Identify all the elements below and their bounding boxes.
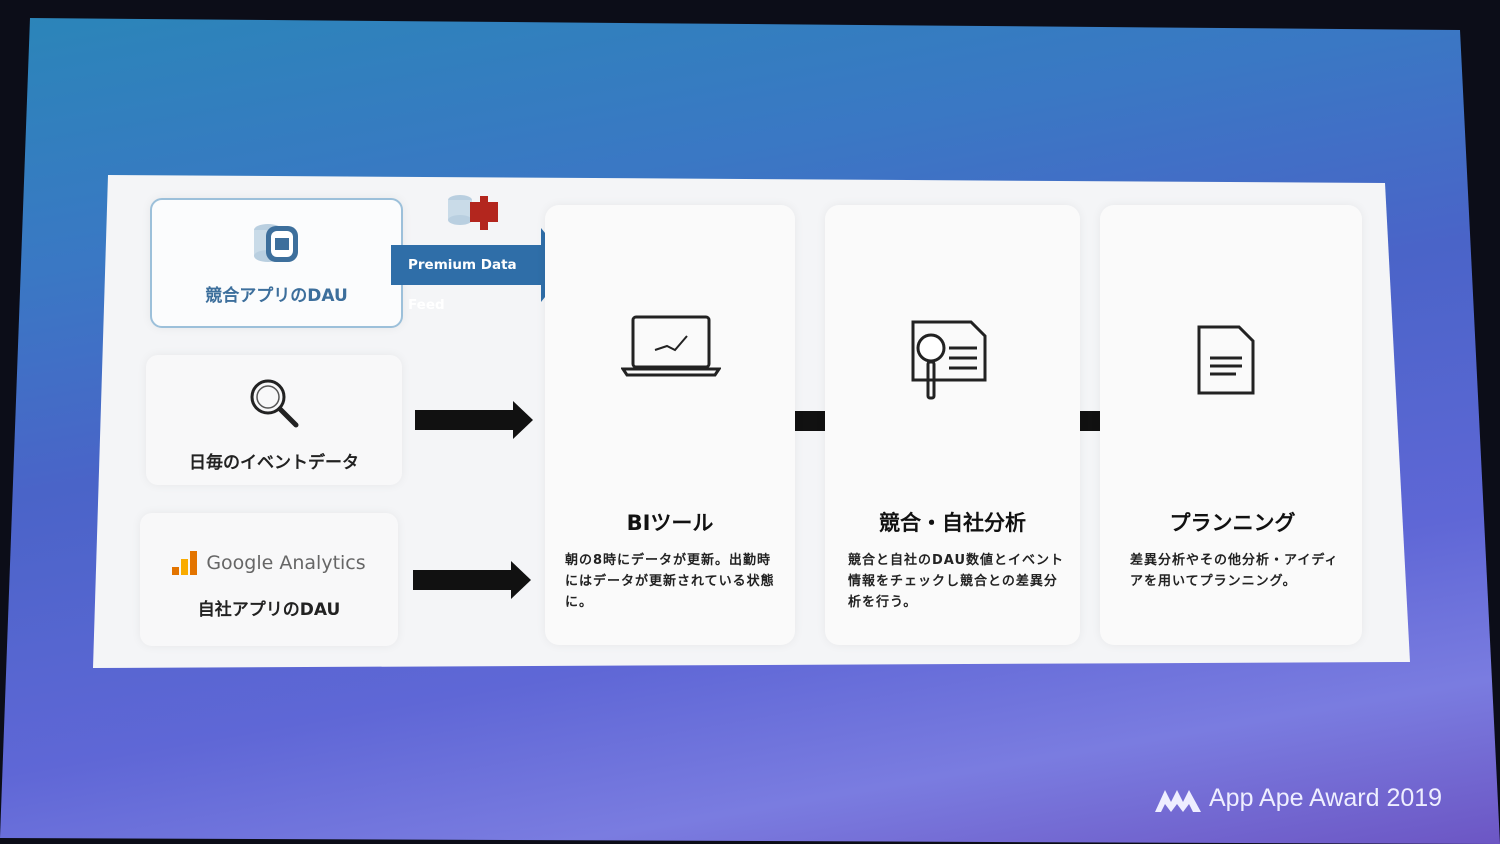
- step-card-bi: [545, 205, 795, 645]
- step-title: BIツール: [626, 511, 714, 535]
- google-analytics-logo: Google Analytics: [206, 552, 366, 574]
- brand-logo: App Ape Award 2019: [1155, 784, 1442, 813]
- step-card-analysis: [825, 205, 1080, 645]
- step-card-planning: [1100, 205, 1362, 645]
- document-search-icon: [911, 320, 987, 400]
- document-icon: [1197, 325, 1255, 395]
- premium-data-feed-arrow: Premium Data Feed: [391, 228, 571, 313]
- brand-text: App Ape Award 2019: [1209, 784, 1443, 812]
- aws-redshift-icon: [448, 195, 498, 230]
- arrow-right: [413, 561, 531, 599]
- google-analytics-icon: [172, 551, 198, 575]
- laptop-chart-icon: [621, 315, 721, 377]
- source-event-data: 日毎のイベントデータ: [146, 355, 402, 485]
- arrow-right: [415, 401, 533, 439]
- database-app-icon: [253, 224, 298, 262]
- source-label: 自社アプリのDAU: [197, 600, 341, 620]
- source-own-dau: Google Analytics 自社アプリのDAU: [140, 513, 398, 646]
- step-title: プランニング: [1169, 511, 1296, 535]
- app-ape-logo-icon: [1155, 789, 1201, 812]
- step-description: 朝の8時にデータが更新。出勤時にはデータが更新されている状態に。: [565, 553, 775, 610]
- step-title: 競合・自社分析: [879, 511, 1026, 535]
- source-label: 競合アプリのDAU: [205, 286, 348, 306]
- source-label: 日毎のイベントデータ: [189, 453, 359, 473]
- step-description: 差異分析やその他分析・アイディアを用いてプランニング。: [1130, 553, 1339, 589]
- source-competitor-dau: 競合アプリのDAU: [150, 198, 403, 328]
- magnifier-icon: [250, 379, 299, 428]
- step-description: 競合と自社のDAU数値とイベント情報をチェックし競合との差異分析を行う。: [848, 553, 1065, 610]
